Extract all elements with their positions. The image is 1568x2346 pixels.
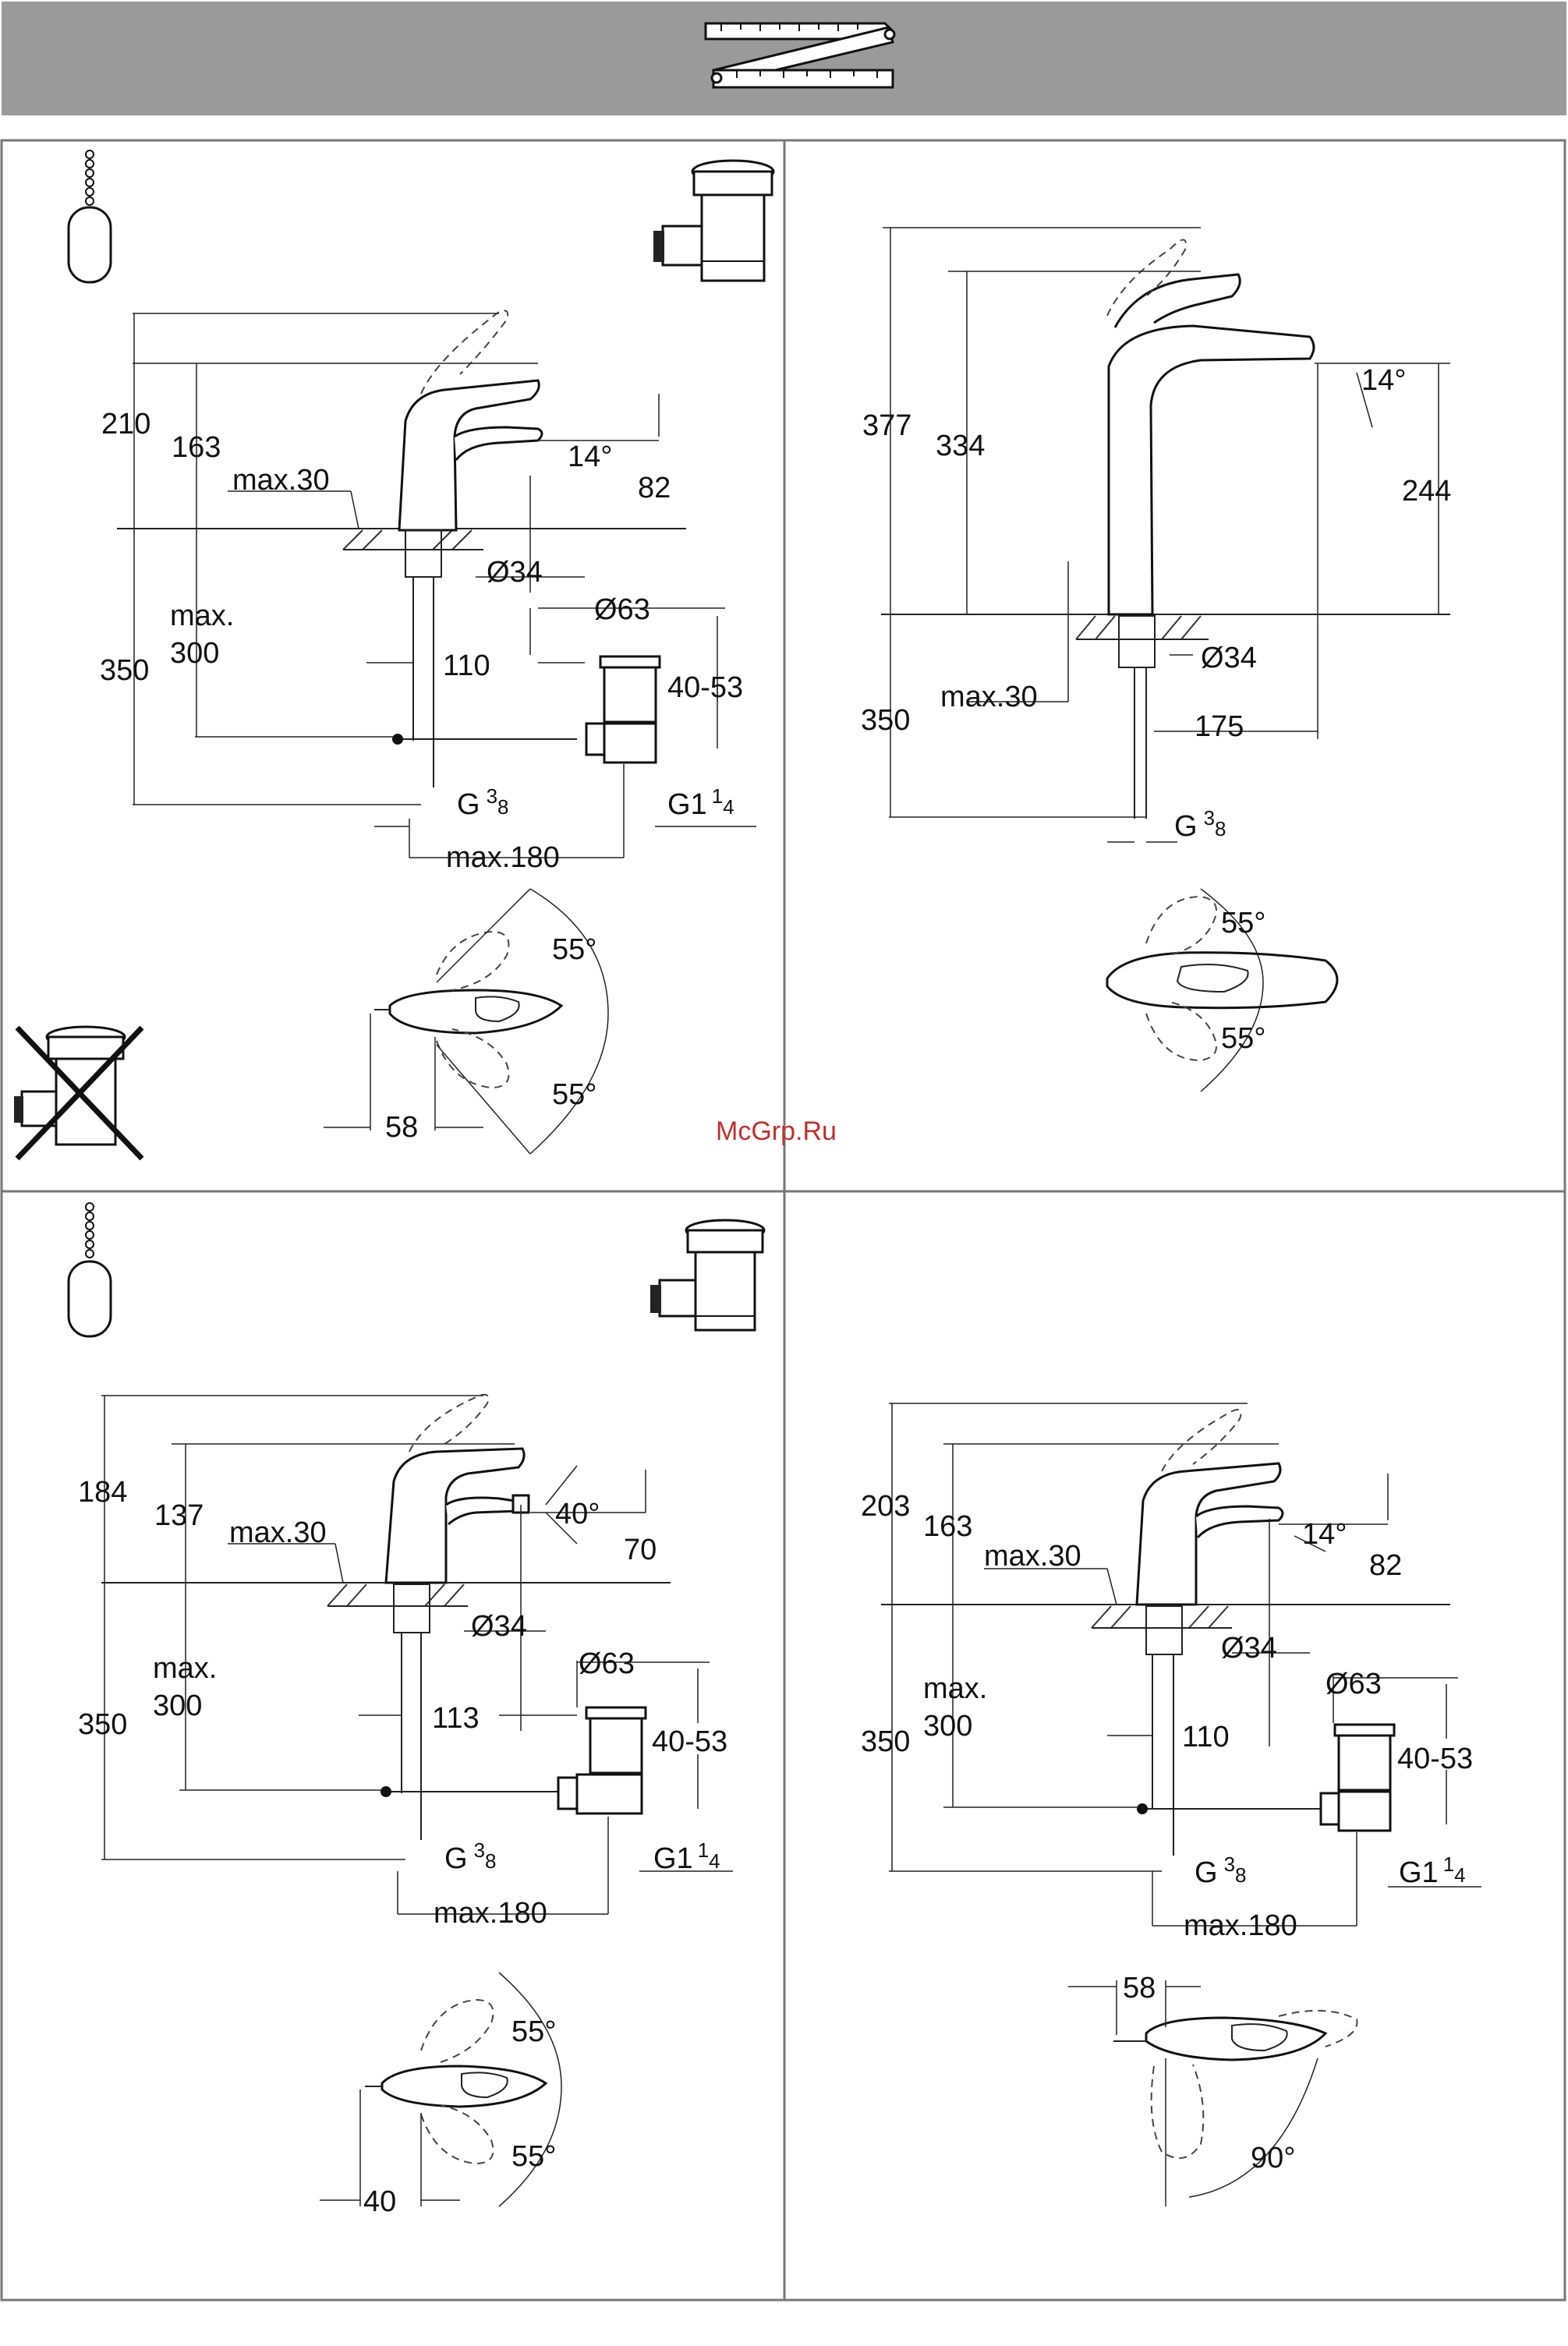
b-height-spout: 334: [936, 430, 985, 462]
crossed-waste-icon: [14, 1027, 142, 1159]
a-max-deck: max.30: [232, 464, 330, 497]
d-max-label: max.: [923, 1672, 987, 1705]
b-rot-bottom: 55°: [1221, 1022, 1265, 1055]
a-height-total: 210: [101, 408, 150, 441]
a-angle: 14°: [568, 441, 612, 473]
c-below: 350: [78, 1708, 127, 1741]
d-waste: Ø63: [1326, 1668, 1382, 1700]
watermark: McGrp.Ru: [716, 1116, 837, 1146]
waste-body: [586, 656, 660, 763]
panel-a-basin-mixer: 210 163 max.30 14° 82 Ø34 Ø63 350 max. 3…: [14, 150, 773, 1159]
c-height-spout: 137: [154, 1499, 204, 1532]
d-lever: 58: [1123, 1972, 1156, 2005]
c-max-label: max.: [153, 1652, 217, 1685]
a-max-value: 300: [170, 637, 219, 670]
chain-plug-icon: [69, 150, 111, 282]
a-lever: 58: [385, 1111, 418, 1144]
c-rot-top: 55°: [511, 2015, 556, 2048]
c-angle: 40°: [555, 1498, 600, 1530]
d-angle: 14°: [1302, 1518, 1347, 1551]
a-spout-height: 82: [638, 472, 671, 504]
c-spout-height: 70: [624, 1534, 657, 1566]
b-reach: 175: [1195, 710, 1244, 743]
d-spout-height: 82: [1369, 1549, 1402, 1582]
c-waste: Ø63: [579, 1647, 635, 1680]
c-max-width: max.180: [434, 1897, 547, 1930]
a-below: 350: [100, 654, 149, 687]
a-hole: Ø34: [487, 556, 543, 589]
panel-d-basin-mixer: 203 163 max.30 14° 82 Ø34 Ø63 350 max. 3…: [861, 1403, 1481, 2206]
b-below: 350: [861, 704, 910, 737]
d-hole: Ø34: [1221, 1632, 1277, 1665]
waste-body-c: [558, 1707, 646, 1813]
d-max-deck: max.30: [984, 1540, 1081, 1573]
a-waste-range: 40-53: [667, 671, 743, 704]
b-spout-height: 244: [1402, 475, 1451, 508]
a-max-width: max.180: [446, 841, 560, 874]
a-waste: Ø63: [594, 593, 650, 626]
a-height-spout: 163: [172, 431, 221, 464]
c-waste-range: 40-53: [652, 1725, 727, 1758]
d-reach: 110: [1182, 1721, 1230, 1753]
d-height-total: 203: [861, 1490, 910, 1523]
c-reach: 113: [432, 1702, 480, 1735]
d-plan-view: [1068, 1980, 1357, 2206]
c-rot-bottom: 55°: [511, 2140, 556, 2173]
b-max-deck: max.30: [940, 681, 1038, 713]
d-max-width: max.180: [1184, 1909, 1297, 1942]
waste-body-d: [1321, 1725, 1394, 1831]
pop-up-waste-icon: [653, 161, 773, 281]
a-rot-bottom: 55°: [552, 1078, 596, 1111]
a-max-label: max.: [170, 600, 234, 632]
c-lever: 40: [363, 2185, 396, 2218]
a-reach: 110: [443, 649, 490, 682]
pop-up-waste-icon-c: [650, 1220, 764, 1330]
d-max-value: 300: [923, 1710, 972, 1743]
b-rot-top: 55°: [1221, 907, 1265, 939]
c-hole: Ø34: [471, 1610, 527, 1643]
c-height-total: 184: [78, 1476, 127, 1509]
b-hole: Ø34: [1201, 642, 1257, 674]
c-max-value: 300: [153, 1690, 202, 1722]
panel-c-bidet-mixer: 184 137 max.30 40° 70 Ø34 Ø63 350 max. 3…: [69, 1203, 764, 2218]
d-below: 350: [861, 1725, 910, 1758]
a-plan-view: [324, 889, 608, 1154]
d-height-spout: 163: [923, 1510, 972, 1543]
c-max-deck: max.30: [229, 1516, 327, 1549]
b-angle: 14°: [1361, 364, 1406, 397]
a-rot-top: 55°: [552, 933, 596, 966]
chain-plug-icon-c: [69, 1203, 111, 1336]
b-height-total: 377: [862, 409, 911, 442]
d-waste-range: 40-53: [1397, 1743, 1473, 1775]
d-rot: 90°: [1251, 2142, 1295, 2174]
